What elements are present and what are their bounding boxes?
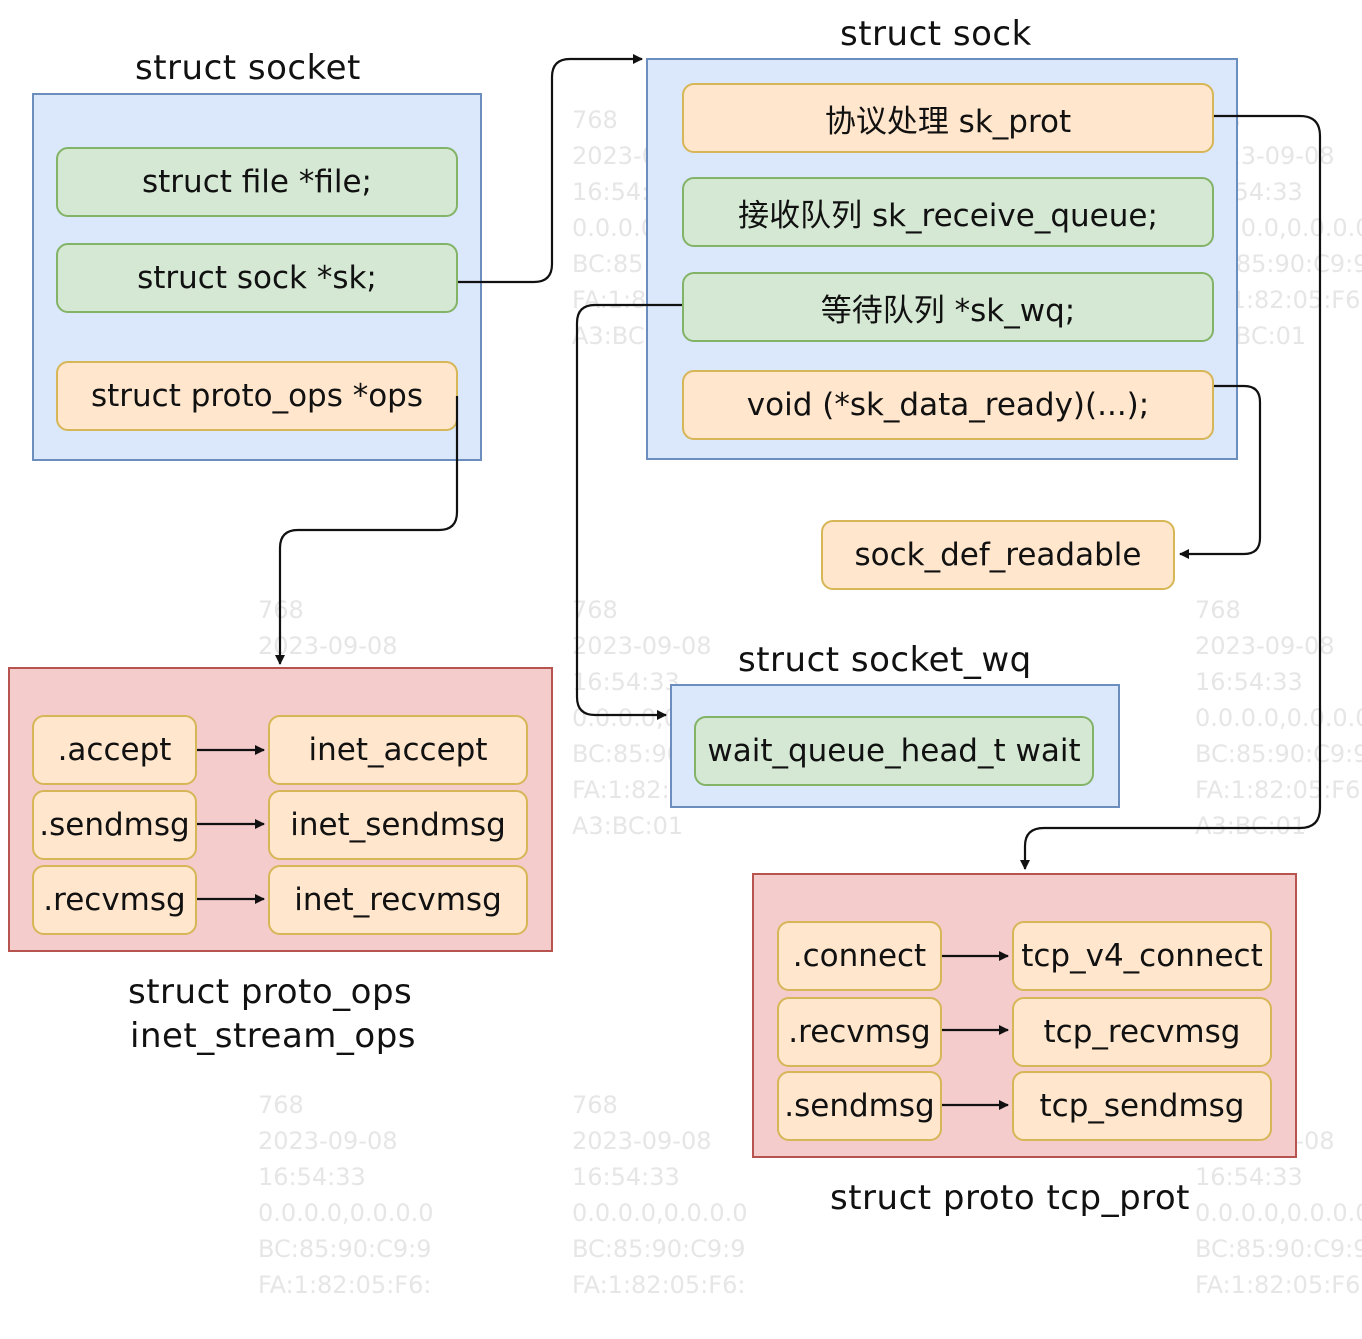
tcp-sendmsg-box: tcp_sendmsg (1012, 1071, 1272, 1141)
socket-title: struct socket (135, 48, 361, 88)
socket-wq-wait-field: wait_queue_head_t wait (694, 716, 1094, 786)
sock-def-readable-box: sock_def_readable (821, 520, 1175, 590)
tcp-prot-title: struct proto tcp_prot (830, 1178, 1191, 1218)
sock-receive-queue-field: 接收队列 sk_receive_queue; (682, 177, 1214, 247)
socket-wq-title: struct socket_wq (738, 640, 1032, 680)
tcp-prot-connect-field: .connect (777, 921, 942, 991)
proto-ops-accept-field: .accept (32, 715, 197, 785)
tcp-prot-sendmsg-field: .sendmsg (777, 1071, 942, 1141)
socket-file-field: struct file *file; (56, 147, 458, 217)
proto-ops-title-line2: inet_stream_ops (130, 1016, 416, 1056)
inet-sendmsg-box: inet_sendmsg (268, 790, 528, 860)
sock-data-ready-field: void (*sk_data_ready)(...); (682, 370, 1214, 440)
sock-wq-field: 等待队列 *sk_wq; (682, 272, 1214, 342)
sock-title: struct sock (840, 14, 1032, 54)
inet-recvmsg-box: inet_recvmsg (268, 865, 528, 935)
tcp-prot-recvmsg-field: .recvmsg (777, 997, 942, 1067)
socket-ops-field: struct proto_ops *ops (56, 361, 458, 431)
proto-ops-recvmsg-field: .recvmsg (32, 865, 197, 935)
socket-sk-field: struct sock *sk; (56, 243, 458, 313)
tcp-v4-connect-box: tcp_v4_connect (1012, 921, 1272, 991)
sock-prot-field: 协议处理 sk_prot (682, 83, 1214, 153)
inet-accept-box: inet_accept (268, 715, 528, 785)
proto-ops-sendmsg-field: .sendmsg (32, 790, 197, 860)
tcp-recvmsg-box: tcp_recvmsg (1012, 997, 1272, 1067)
proto-ops-title-line1: struct proto_ops (128, 972, 413, 1012)
